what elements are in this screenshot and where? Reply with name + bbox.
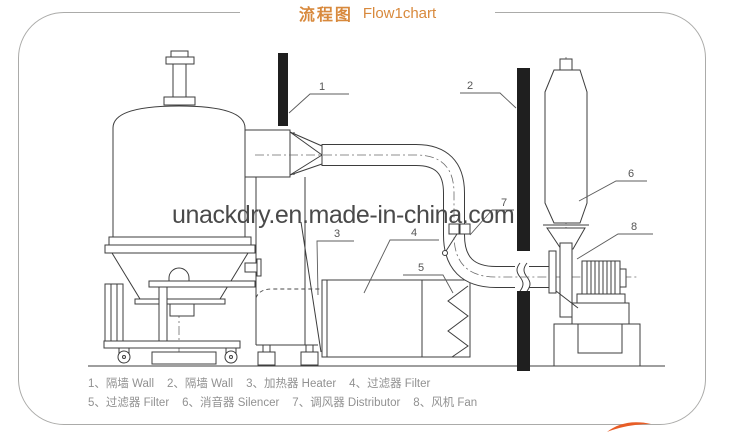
callout-4-number: 4 (411, 227, 417, 239)
dryer-rear-column (255, 177, 322, 366)
wall-1 (278, 53, 288, 126)
duct-stub (244, 129, 291, 178)
callout-5: 5 (403, 262, 454, 294)
bowl-flange-lower (104, 244, 256, 254)
page-title: 流程图 Flow1chart (240, 0, 495, 26)
platform (148, 280, 256, 288)
air-handling-box (321, 279, 471, 358)
silencer-vessel (543, 57, 589, 255)
callout-2: 2 (460, 80, 517, 109)
callout-8: 8 (576, 221, 653, 260)
caster-wheels (117, 347, 238, 364)
legend: 1、隔墙 Wall 2、隔墙 Wall 3、加热器 Heater 4、过滤器 F… (88, 375, 477, 413)
cart-platform (103, 340, 241, 349)
chimney-pipe (172, 63, 187, 98)
duct-centerline (255, 154, 638, 278)
legend-item: 5、过滤器 Filter (88, 397, 170, 409)
side-nozzle (244, 262, 258, 273)
ladder (104, 283, 124, 345)
callout-3: 3 (316, 228, 354, 296)
floor-pad (151, 351, 217, 365)
callouts: 1 2 3 4 5 6 7 (288, 80, 653, 296)
fan-impeller-housing (559, 242, 573, 318)
logo-swoosh (607, 422, 651, 432)
callout-1-number: 1 (319, 81, 325, 93)
zigzag-filter (447, 285, 469, 358)
damper-distributor (442, 223, 471, 256)
legend-item: 2、隔墙 Wall (167, 378, 234, 390)
callout-7-number: 7 (501, 197, 507, 209)
callout-6-number: 6 (628, 168, 634, 180)
fan-base (553, 323, 641, 367)
title-english: Flow1chart (362, 4, 437, 22)
exhaust-duct (244, 129, 638, 292)
callout-1: 1 (288, 81, 349, 114)
fluid-bed-dryer (103, 50, 262, 365)
legend-row-1: 1、隔墙 Wall 2、隔墙 Wall 3、加热器 Heater 4、过滤器 F… (88, 375, 477, 391)
fan-inlet-flange (548, 250, 557, 294)
legend-item: 4、过滤器 Filter (349, 378, 431, 390)
discharge-box (169, 303, 195, 317)
pipe-break-mark (516, 262, 524, 292)
legend-item: 6、消音器 Silencer (182, 397, 280, 409)
watermark-text: unackdry.en.made-in-china.com (172, 201, 515, 229)
silencer-cone (546, 227, 586, 250)
chimney-top-flange (165, 56, 195, 65)
callout-7: 7 (469, 197, 514, 236)
legend-row-2: 5、过滤器 Filter 6、消音器 Silencer 7、调风器 Distri… (88, 394, 477, 410)
wall-2-upper (517, 68, 530, 251)
callout-5-number: 5 (418, 262, 424, 274)
callout-3-number: 3 (334, 228, 340, 240)
silencer-body (544, 69, 588, 224)
bowl-flange-upper (108, 236, 252, 246)
callout-6: 6 (578, 168, 647, 202)
legend-item: 7、调风器 Distributor (292, 397, 401, 409)
callout-4: 4 (363, 227, 439, 294)
sight-glass (168, 267, 190, 282)
fan-motor (581, 260, 627, 295)
dome-vessel (112, 105, 246, 237)
callout-2-number: 2 (467, 80, 473, 92)
legend-item: 8、风机 Fan (413, 397, 478, 409)
callout-8-number: 8 (631, 221, 637, 233)
legend-item: 3、加热器 Heater (246, 378, 337, 390)
duct-cone (289, 131, 323, 176)
title-chinese: 流程图 (298, 7, 353, 24)
wall-2-lower (517, 291, 530, 371)
support-post (158, 286, 168, 342)
fan-assembly (548, 242, 641, 367)
fan-pedestal (571, 302, 630, 325)
legend-item: 1、隔墙 Wall (88, 378, 155, 390)
chimney-bottom-flange (163, 96, 196, 106)
